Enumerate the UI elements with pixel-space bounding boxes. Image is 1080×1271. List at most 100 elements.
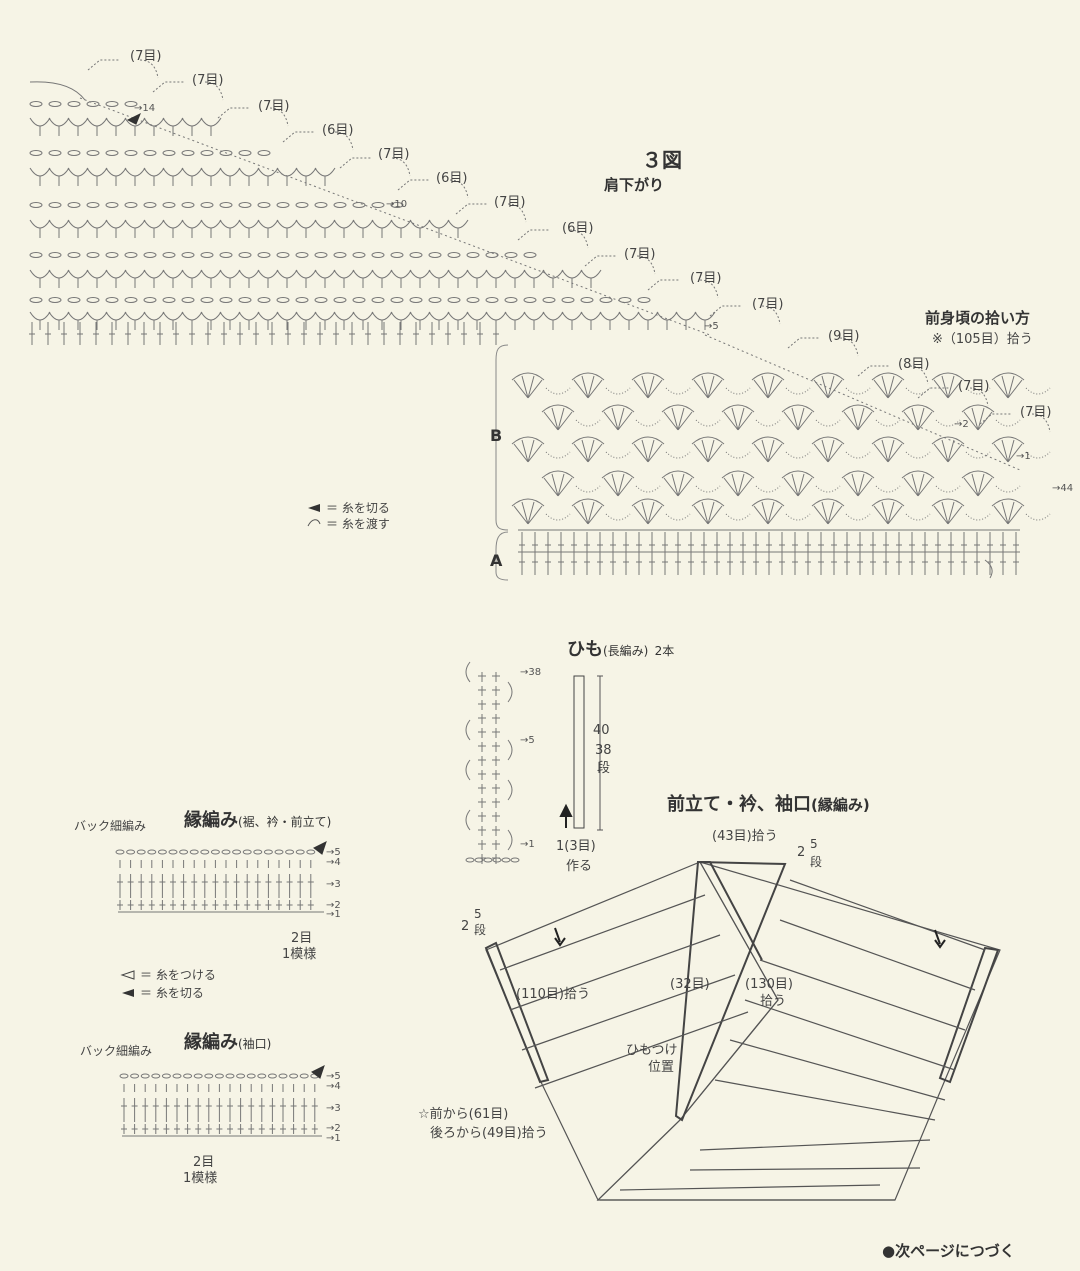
carry-yarn-icon — [307, 519, 321, 527]
edging-title-hem: 縁編み(裾、衿・前立て) — [184, 812, 331, 830]
tie-length: 40 — [593, 723, 610, 738]
edging-title-hem-sub: (裾、衿・前立て) — [238, 815, 332, 829]
cut-yarn-icon-2 — [122, 989, 134, 997]
cuff-row-mark-5: →5 — [326, 1071, 341, 1082]
tie-row-mark-1: →1 — [520, 839, 535, 850]
up-arrow-icon — [559, 803, 573, 828]
tie-row-mark-38: →38 — [520, 667, 542, 678]
shoulder-count-7: (7目) — [494, 195, 526, 210]
legend-attach: ＝ 糸をつける — [140, 968, 216, 982]
legend-cut: ＝ 糸を切る — [326, 501, 390, 515]
tie-start-label: 作る — [566, 859, 593, 874]
hem-row-mark-5: →5 — [326, 847, 341, 858]
edging-title-hem-main: 縁編み — [184, 810, 238, 831]
tie-rows-unit: 段 — [597, 761, 611, 776]
hem-row-mark-2: →2 — [326, 900, 341, 911]
top-pickup-count: (43目)拾う — [712, 829, 778, 844]
hem-row-mark-1: →1 — [326, 909, 341, 920]
rows-right-num: 2 — [797, 845, 806, 860]
tie-title-main: ひも — [567, 639, 603, 660]
tie-start-count: 1(3目) — [556, 839, 596, 854]
row-mark-1: →1 — [1016, 451, 1031, 462]
tie-rows: 38 — [595, 743, 612, 758]
row-mark-14: →14 — [134, 103, 156, 114]
tie-stitch-chart — [465, 661, 520, 864]
front-pickup-stitch-chart — [511, 334, 1051, 579]
repeat-hem: 2目 — [291, 931, 313, 946]
section-b-label: B — [490, 426, 503, 445]
section-a-bracket — [495, 531, 509, 581]
pickup-title: 前身頃の拾い方 — [925, 309, 1031, 327]
figure-title: ３図 — [642, 148, 682, 172]
shoulder-count-10: (7目) — [690, 271, 722, 286]
tie-dimension-line — [597, 675, 603, 831]
shoulder-count-5: (7目) — [378, 147, 410, 162]
shoulder-count-13: (8目) — [898, 357, 930, 372]
hem-row-mark-3: →3 — [326, 879, 341, 890]
back-sc-note-cuff: バック細編み — [80, 1044, 153, 1058]
edging-title-cuff-main: 縁編み — [184, 1032, 238, 1053]
garment-title-main: 前立て・衿、袖口 — [667, 794, 811, 815]
edging-chart-cuff — [119, 1065, 325, 1137]
shoulder-count-4: (6目) — [322, 123, 354, 138]
back-sc-note-hem: バック細編み — [74, 819, 147, 833]
footer-continue: ●次ページにつづく — [882, 1242, 1015, 1260]
row-mark-10: →10 — [386, 199, 408, 210]
edging-title-cuff: 縁編み(袖口) — [184, 1034, 271, 1052]
garment-schematic — [484, 860, 1001, 1202]
tie-position-label: ひもつけ — [626, 1043, 678, 1058]
legend-carry: ＝ 糸を渡す — [326, 517, 390, 531]
repeat-cuff: 2目 — [193, 1155, 215, 1170]
figure-subtitle: 肩下がり — [604, 176, 665, 194]
tie-row-mark-5: →5 — [520, 735, 535, 746]
edging-chart-hem — [115, 841, 327, 913]
shoulder-count-11: (7目) — [752, 297, 784, 312]
rows-left-unit: 段 — [474, 923, 487, 937]
rows-left-val: 5 — [474, 907, 482, 921]
tie-position-label-2: 位置 — [648, 1060, 675, 1075]
shoulder-count-6: (6目) — [436, 171, 468, 186]
legend-cut-2: ＝ 糸を切る — [140, 986, 204, 1000]
sleeve-pickup-count: (110目)拾う — [516, 987, 590, 1002]
shoulder-stitch-chart — [29, 59, 1051, 433]
cuff-row-mark-4: →4 — [326, 1081, 341, 1092]
garment-title-sub: (縁編み) — [811, 796, 870, 814]
shoulder-count-14: (7目) — [958, 379, 990, 394]
shoulder-count-8: (6目) — [562, 221, 594, 236]
tie-count: 2本 — [654, 644, 675, 658]
shoulder-count-3: (7目) — [258, 99, 290, 114]
tie-strip — [573, 675, 585, 829]
cuff-row-mark-2: →2 — [326, 1123, 341, 1134]
front-pick: 拾う — [760, 994, 787, 1009]
attach-yarn-icon — [120, 970, 135, 980]
hem-note-2: 後ろから(49目)拾う — [430, 1126, 548, 1141]
repeat-label-cuff: 1模様 — [183, 1171, 218, 1186]
shoulder-count-12: (9目) — [828, 329, 860, 344]
row-mark-44: →44 — [1052, 483, 1074, 494]
front-count: (130目) — [745, 977, 793, 992]
tie-title-sub: (長編み) — [603, 644, 649, 658]
section-b-bracket — [495, 344, 509, 531]
neck-count: (32目) — [670, 977, 710, 992]
row-mark-2: →2 — [954, 419, 969, 430]
hem-row-mark-4: →4 — [326, 857, 341, 868]
cuff-row-mark-1: →1 — [326, 1133, 341, 1144]
section-a-label: A — [490, 551, 503, 570]
hem-note: ☆前から(61目) — [418, 1107, 509, 1122]
pickup-note: ※（105目）拾う — [932, 332, 1033, 347]
shoulder-count-9: (7目) — [624, 247, 656, 262]
shoulder-count-2: (7目) — [192, 73, 224, 88]
rows-right-val: 5 — [810, 837, 818, 851]
shoulder-count-1: (7目) — [130, 49, 162, 64]
edging-title-cuff-sub: (袖口) — [238, 1037, 272, 1051]
shoulder-count-15: (7目) — [1020, 405, 1052, 420]
repeat-label-hem: 1模様 — [282, 947, 317, 962]
tie-title: ひも(長編み) 2本 — [567, 641, 674, 659]
rows-left-num: 2 — [461, 919, 470, 934]
row-mark-5: →5 — [704, 321, 719, 332]
cut-yarn-icon — [308, 504, 320, 512]
garment-title: 前立て・衿、袖口(縁編み) — [667, 796, 870, 814]
rows-right-unit: 段 — [810, 855, 823, 869]
cuff-row-mark-3: →3 — [326, 1103, 341, 1114]
